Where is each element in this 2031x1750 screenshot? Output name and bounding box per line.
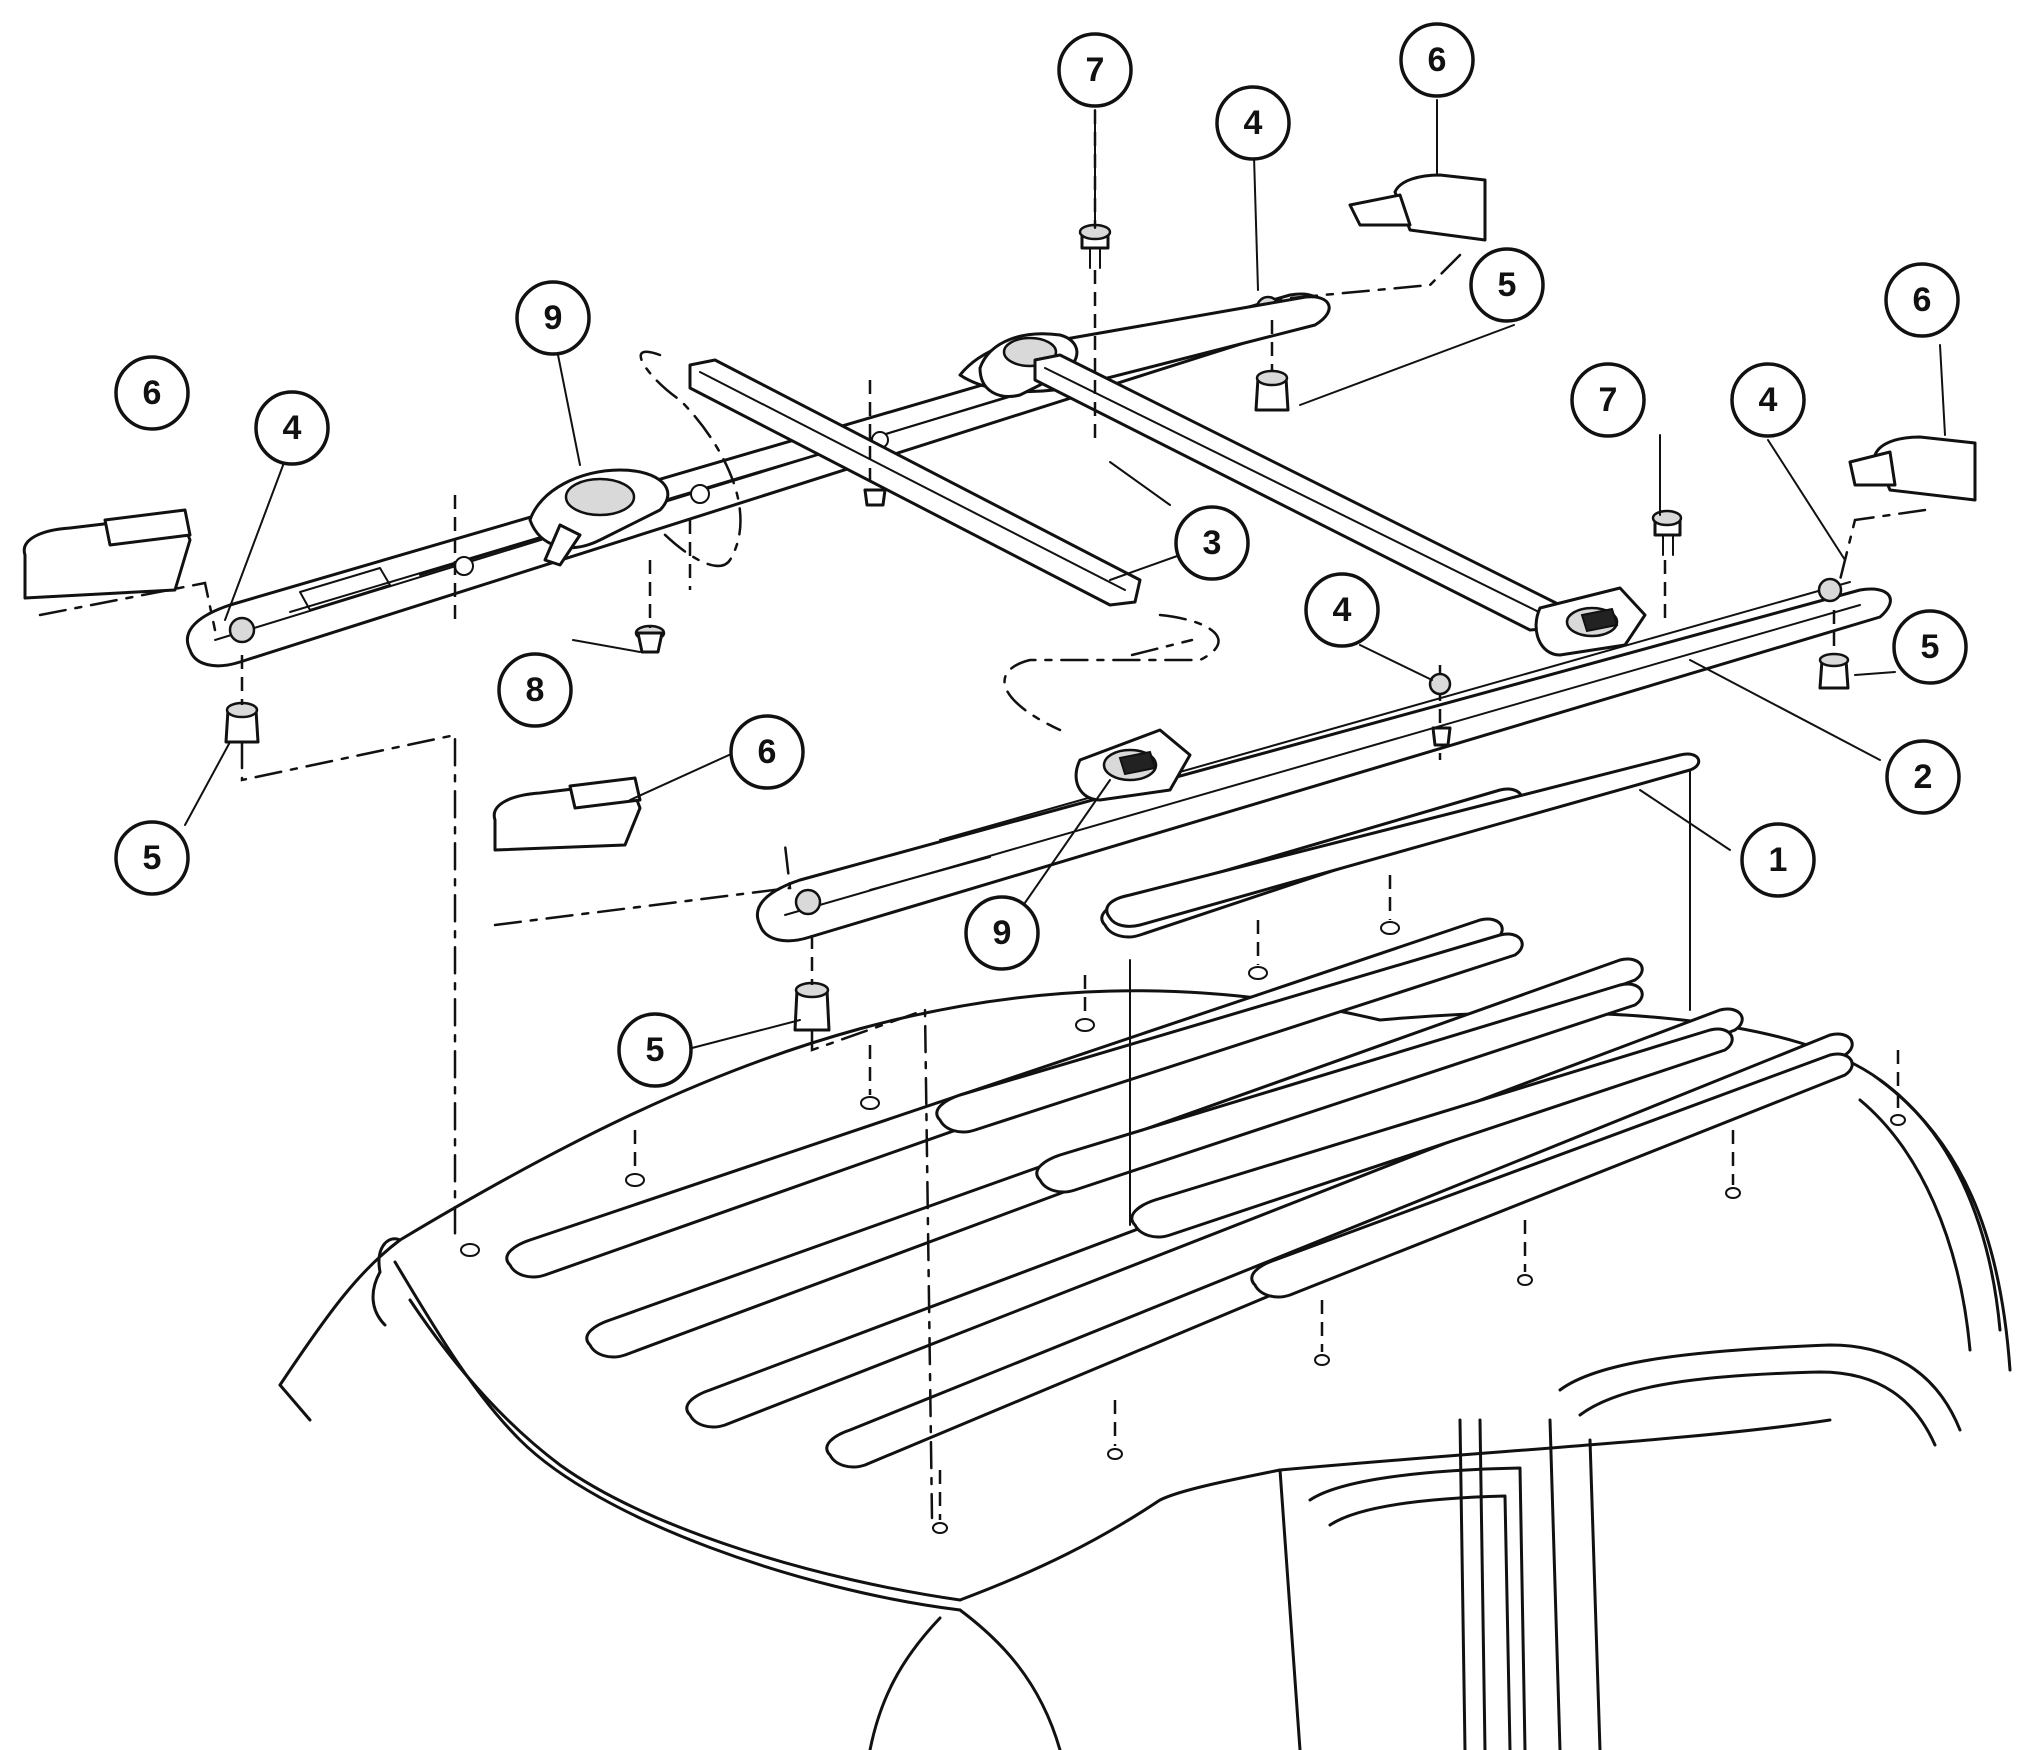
svg-text:4: 4 bbox=[283, 409, 302, 447]
end-caps bbox=[22, 173, 1977, 852]
callout-6-top: 6 bbox=[1399, 22, 1475, 98]
svg-text:9: 9 bbox=[993, 914, 1012, 952]
svg-text:6: 6 bbox=[758, 733, 777, 771]
svg-text:4: 4 bbox=[1759, 381, 1778, 419]
roof-ribs bbox=[505, 787, 1854, 1469]
svg-text:8: 8 bbox=[526, 671, 545, 709]
assembly-lines bbox=[38, 110, 1927, 1520]
callout-5-left: 5 bbox=[114, 820, 190, 896]
callout-9-bottom: 9 bbox=[964, 895, 1040, 971]
svg-text:3: 3 bbox=[1203, 524, 1222, 562]
rail-top-rear-extension bbox=[958, 295, 1331, 398]
callout-6-mid: 6 bbox=[729, 714, 805, 790]
crossbar bbox=[688, 353, 1562, 632]
svg-text:6: 6 bbox=[1428, 41, 1447, 79]
callout-4-left: 4 bbox=[254, 390, 330, 466]
svg-text:4: 4 bbox=[1333, 591, 1352, 629]
roof-strip bbox=[1105, 752, 1701, 928]
callout-3: 3 bbox=[1174, 505, 1250, 581]
callout-1: 1 bbox=[1740, 822, 1816, 898]
callout-4-mid: 4 bbox=[1304, 572, 1380, 648]
svg-text:6: 6 bbox=[143, 374, 162, 412]
svg-text:9: 9 bbox=[544, 299, 563, 337]
svg-text:5: 5 bbox=[143, 839, 162, 877]
svg-text:7: 7 bbox=[1086, 51, 1105, 89]
callout-7-right: 7 bbox=[1570, 362, 1646, 438]
callout-5-right: 5 bbox=[1892, 609, 1968, 685]
callout-4-top: 4 bbox=[1215, 85, 1291, 161]
svg-text:5: 5 bbox=[1498, 266, 1517, 304]
callout-4-right: 4 bbox=[1730, 362, 1806, 438]
side-rail-front bbox=[756, 577, 1892, 943]
callouts: 1 2 3 4 4 4 4 5 bbox=[114, 22, 1968, 1088]
callout-6-right: 6 bbox=[1884, 262, 1960, 338]
svg-text:7: 7 bbox=[1599, 381, 1618, 419]
svg-text:6: 6 bbox=[1913, 281, 1932, 319]
callout-2: 2 bbox=[1885, 739, 1961, 815]
svg-text:1: 1 bbox=[1769, 841, 1788, 879]
fasteners bbox=[224, 223, 1850, 1032]
callout-5-top: 5 bbox=[1469, 247, 1545, 323]
svg-text:5: 5 bbox=[646, 1031, 665, 1069]
callout-5-bottom: 5 bbox=[617, 1012, 693, 1088]
callout-6-left: 6 bbox=[114, 355, 190, 431]
callout-7-top: 7 bbox=[1057, 32, 1133, 108]
callout-8: 8 bbox=[497, 652, 573, 728]
vehicle-roof bbox=[278, 989, 2012, 1750]
leader-lines bbox=[184, 99, 1946, 1056]
callout-9-top: 9 bbox=[515, 280, 591, 356]
svg-text:2: 2 bbox=[1914, 758, 1933, 796]
svg-text:4: 4 bbox=[1244, 104, 1263, 142]
svg-text:5: 5 bbox=[1921, 628, 1940, 666]
roof-mount-holes bbox=[460, 875, 1906, 1534]
